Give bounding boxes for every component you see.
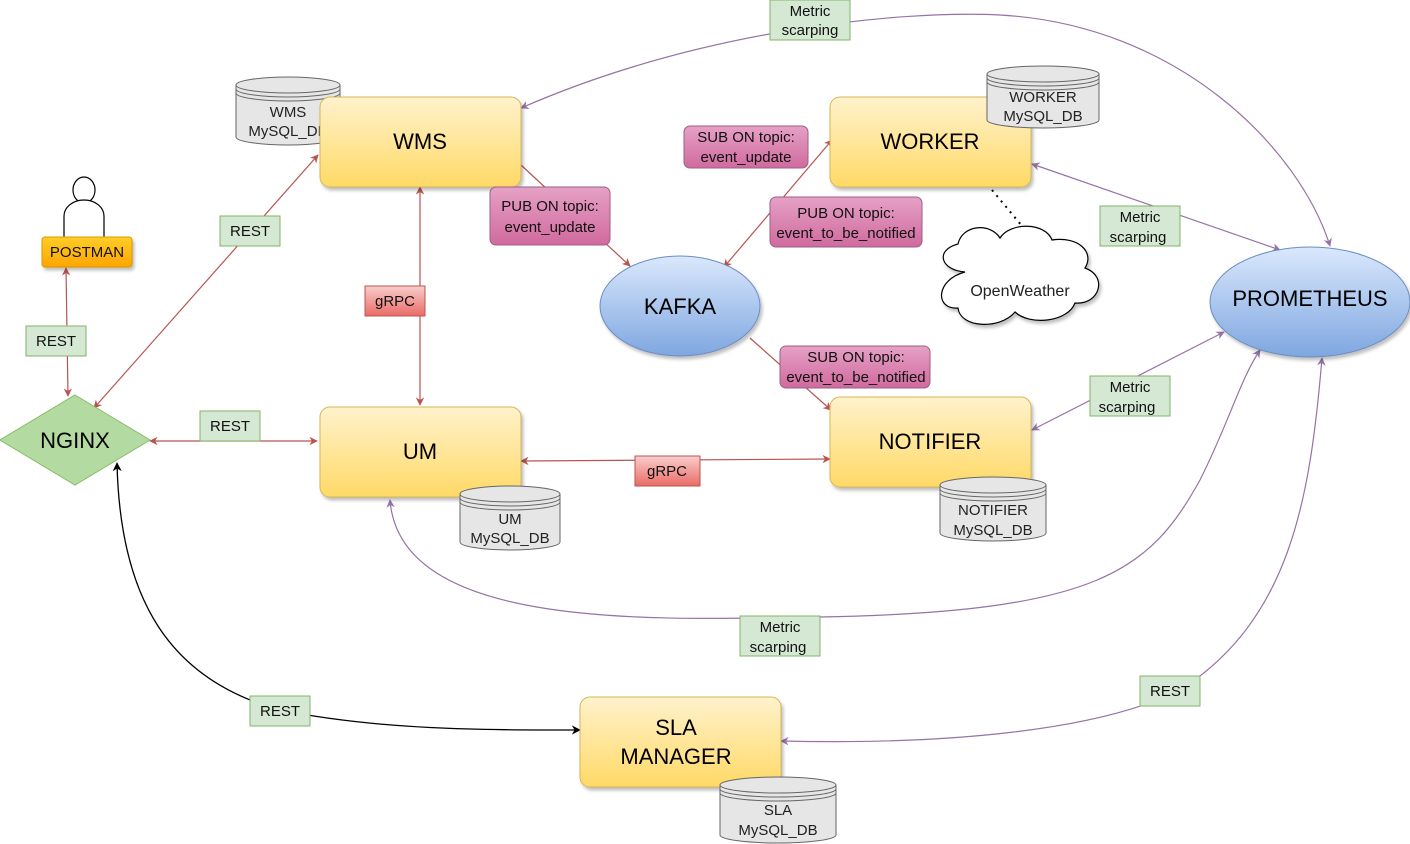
db-um-type: MySQL_DB <box>470 530 549 547</box>
svg-text:scarping: scarping <box>1099 399 1156 416</box>
db-wms-name: WMS <box>270 104 307 121</box>
db-sla: SLA MySQL_DB <box>719 776 837 844</box>
openweather-cloud[interactable]: OpenWeather <box>941 225 1100 325</box>
svg-text:gRPC: gRPC <box>375 293 415 310</box>
service-wms[interactable]: WMS <box>319 96 522 188</box>
label-rest-prometheus: REST <box>1139 675 1201 707</box>
db-worker-type: MySQL_DB <box>1003 108 1082 125</box>
kafka-broker[interactable]: KAFKA <box>599 255 761 357</box>
label-rest-sla: REST <box>249 695 311 727</box>
label-metric-notifier: Metric scarping <box>1089 375 1171 417</box>
db-sla-name: SLA <box>764 802 792 819</box>
prometheus-server[interactable]: PROMETHEUS <box>1209 246 1410 358</box>
label-rest-postman: REST <box>25 325 87 357</box>
nginx-label: NGINX <box>40 428 110 453</box>
db-wms: WMS MySQL_DB <box>235 76 341 146</box>
kafka-label: KAFKA <box>644 294 716 319</box>
svg-text:scarping: scarping <box>750 639 807 656</box>
postman-client[interactable]: POSTMAN <box>41 176 133 268</box>
label-metric-um: Metric scarping <box>739 615 821 657</box>
service-worker[interactable]: WORKER <box>829 96 1032 188</box>
service-sla-label-line1: SLA <box>655 715 697 740</box>
svg-text:Metric: Metric <box>790 3 831 20</box>
label-metric-top: Metric scarping <box>769 0 851 41</box>
service-worker-label: WORKER <box>881 129 980 154</box>
svg-text:REST: REST <box>210 418 250 435</box>
edge-prometheus-wms <box>520 13 1332 247</box>
label-grpc-wms-um: gRPC <box>364 285 426 317</box>
svg-text:event_to_be_notified: event_to_be_notified <box>786 369 925 386</box>
svg-text:event_to_be_notified: event_to_be_notified <box>776 225 915 242</box>
service-um[interactable]: UM <box>319 406 522 498</box>
svg-text:REST: REST <box>1150 683 1190 700</box>
db-wms-type: MySQL_DB <box>248 123 327 140</box>
service-um-label: UM <box>403 439 437 464</box>
label-pub-event-update: PUB ON topic: event_update <box>489 186 611 246</box>
label-metric-worker: Metric scarping <box>1099 205 1181 247</box>
label-rest-um: REST <box>199 410 261 442</box>
svg-text:event_update: event_update <box>701 149 792 166</box>
db-notifier: NOTIFIER MySQL_DB <box>939 476 1047 542</box>
db-worker: WORKER MySQL_DB <box>986 65 1100 129</box>
svg-text:REST: REST <box>260 703 300 720</box>
db-notifier-name: NOTIFIER <box>958 502 1028 519</box>
label-pub-event-notified: PUB ON topic: event_to_be_notified <box>769 196 923 248</box>
svg-text:SUB ON topic:: SUB ON topic: <box>697 129 795 146</box>
svg-text:PUB ON topic:: PUB ON topic: <box>797 205 895 222</box>
db-worker-name: WORKER <box>1009 89 1077 106</box>
svg-text:PUB ON topic:: PUB ON topic: <box>501 198 599 215</box>
db-um: UM MySQL_DB <box>459 485 561 551</box>
db-um-name: UM <box>498 511 521 528</box>
svg-text:SUB ON topic:: SUB ON topic: <box>807 349 905 366</box>
nginx-gateway[interactable]: NGINX <box>0 394 151 486</box>
svg-text:REST: REST <box>230 223 270 240</box>
user-icon <box>63 176 105 238</box>
db-sla-type: MySQL_DB <box>738 822 817 839</box>
prometheus-label: PROMETHEUS <box>1232 286 1387 311</box>
service-wms-label: WMS <box>393 129 447 154</box>
label-grpc-um-notifier: gRPC <box>634 455 701 487</box>
openweather-label: OpenWeather <box>970 283 1070 300</box>
label-sub-event-update: SUB ON topic: event_update <box>683 125 809 169</box>
label-rest-wms: REST <box>219 215 281 247</box>
svg-text:gRPC: gRPC <box>647 463 687 480</box>
edge-nginx-wms <box>93 154 319 409</box>
svg-text:Metric: Metric <box>760 619 801 636</box>
svg-text:REST: REST <box>36 333 76 350</box>
svg-text:Metric: Metric <box>1120 209 1161 226</box>
service-sla-manager[interactable]: SLA MANAGER <box>579 696 782 788</box>
svg-text:Metric: Metric <box>1110 379 1151 396</box>
svg-text:scarping: scarping <box>782 22 839 39</box>
service-sla-label-line2: MANAGER <box>620 744 731 769</box>
postman-label: POSTMAN <box>50 244 124 261</box>
label-sub-event-notified: SUB ON topic: event_to_be_notified <box>779 345 931 389</box>
db-notifier-type: MySQL_DB <box>953 522 1032 539</box>
service-notifier-label: NOTIFIER <box>879 429 982 454</box>
service-notifier[interactable]: NOTIFIER <box>829 396 1032 488</box>
svg-text:event_update: event_update <box>505 219 596 236</box>
svg-text:scarping: scarping <box>1110 229 1167 246</box>
